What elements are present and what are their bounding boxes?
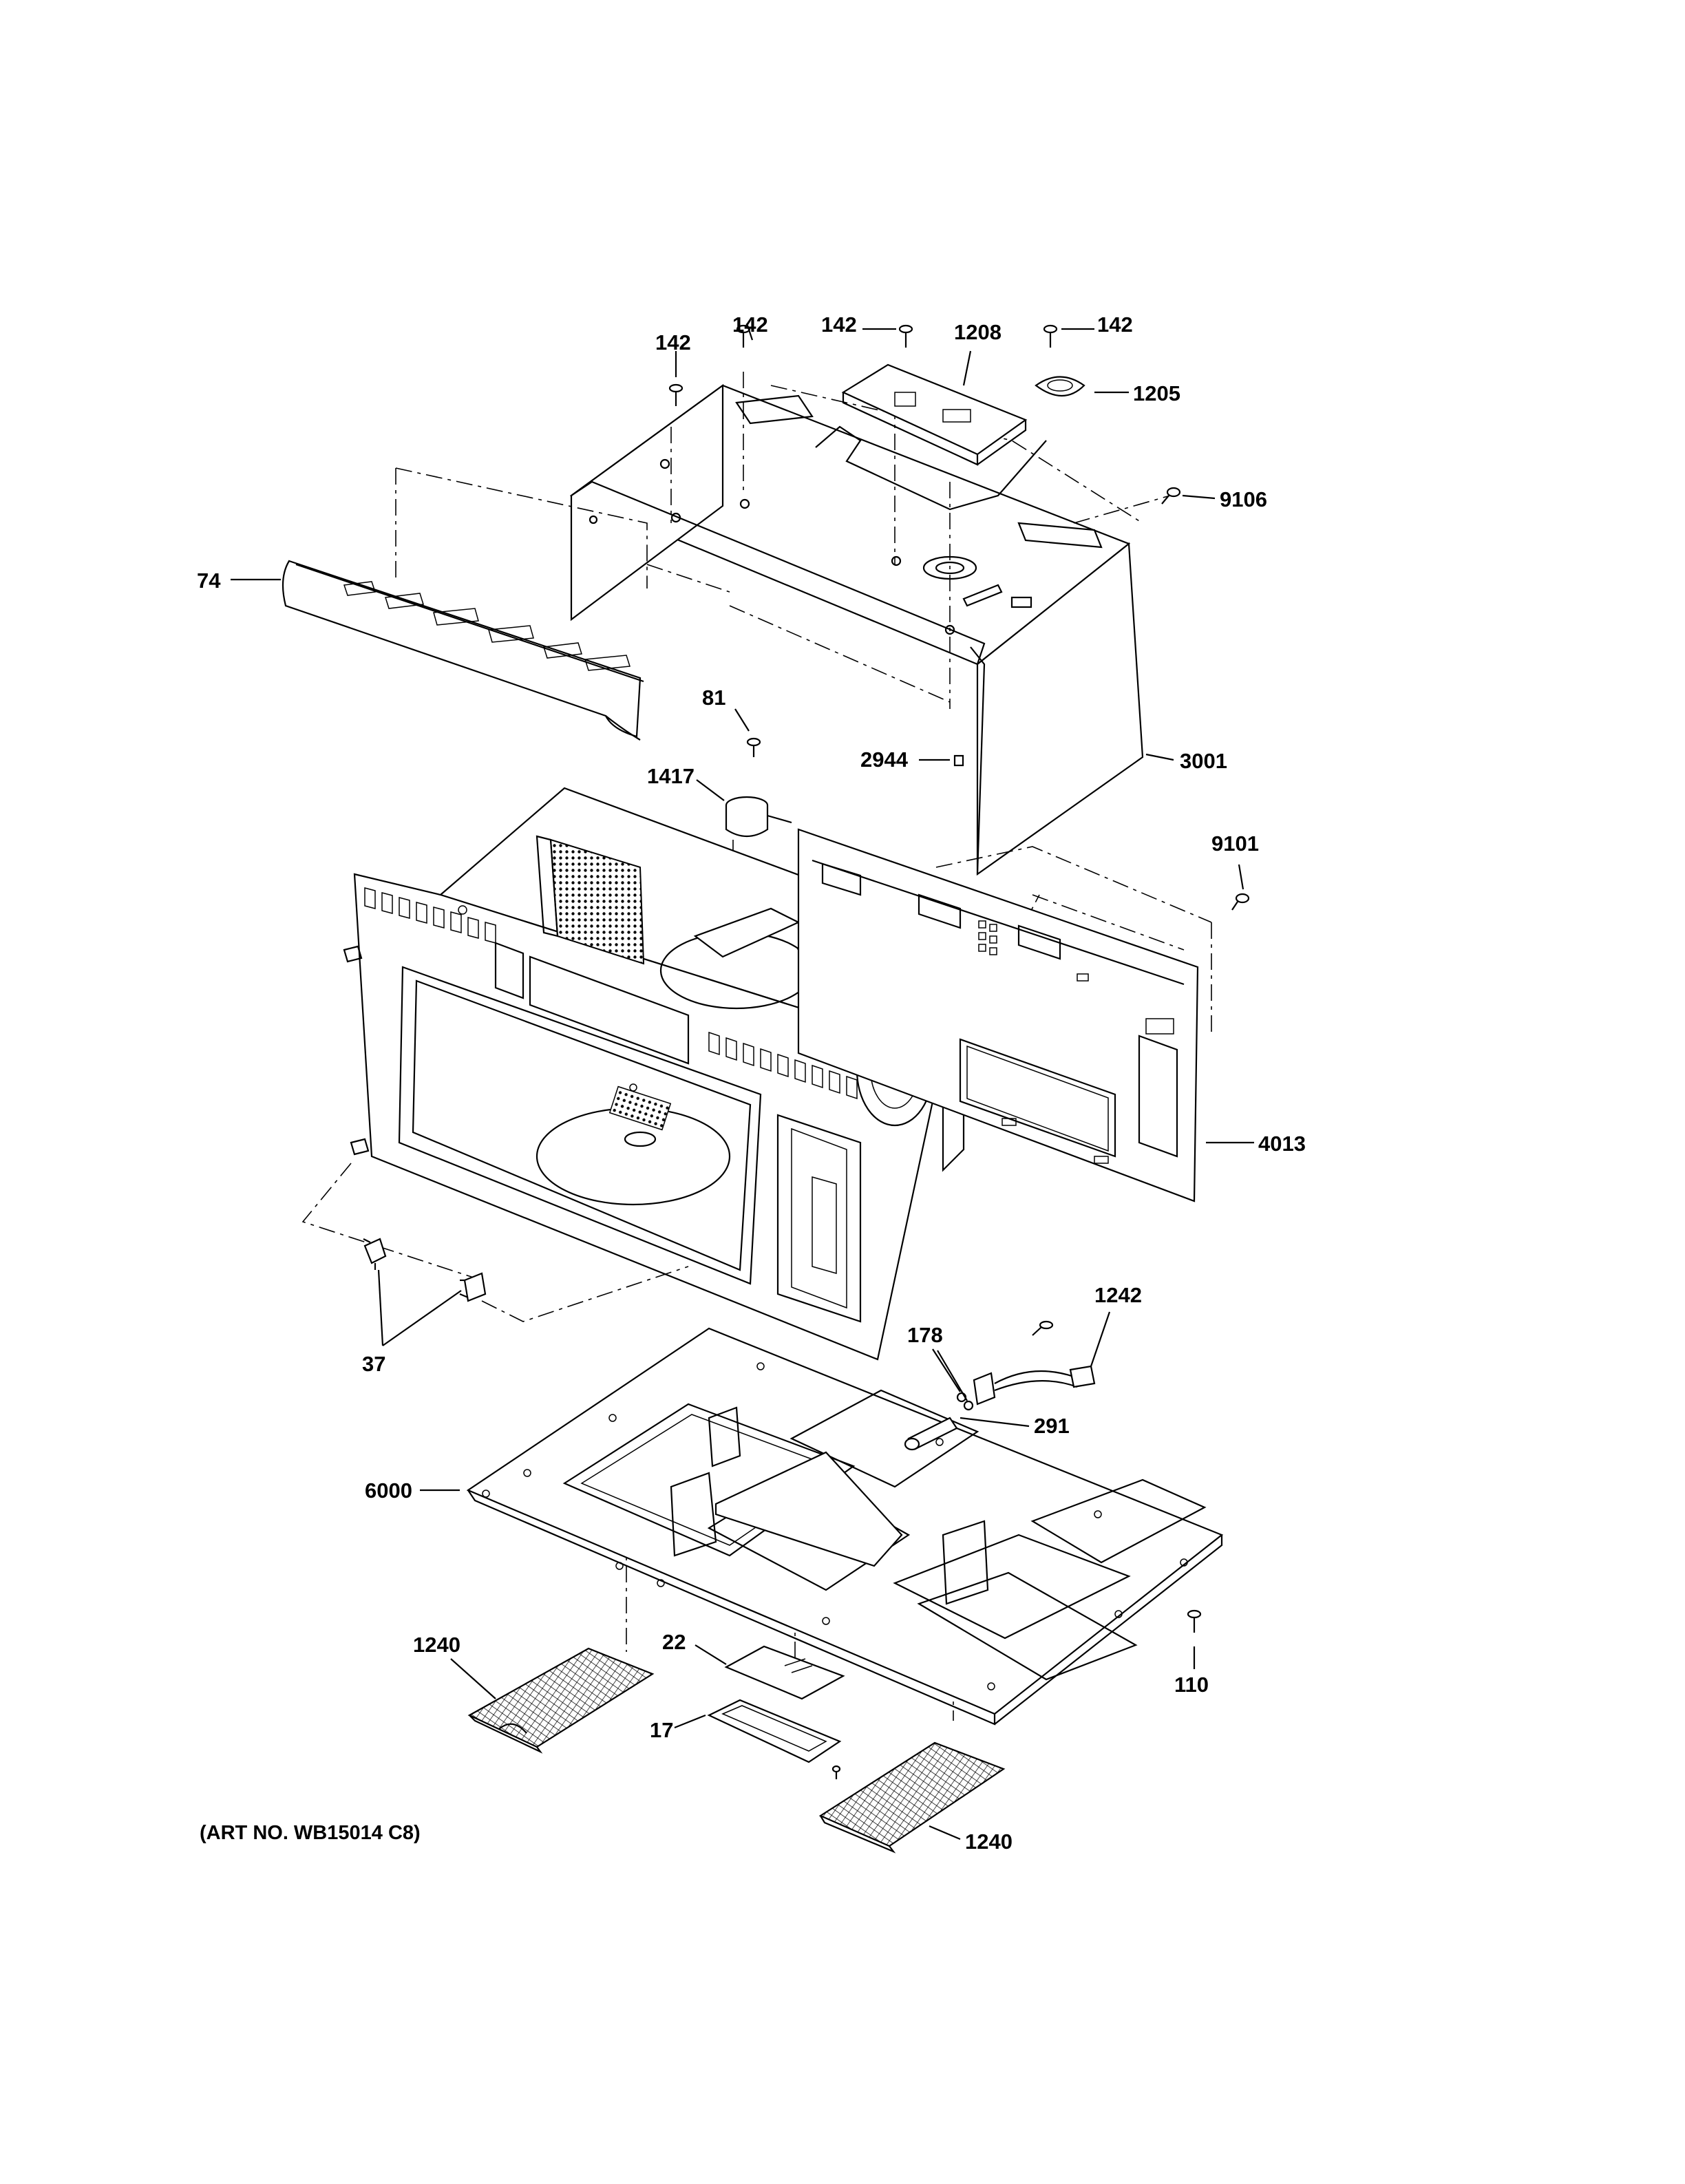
label-4013: 4013 <box>1258 1132 1306 1156</box>
lamp-291 <box>904 1417 958 1451</box>
outer-case-3001 <box>569 383 1144 876</box>
label-1242: 1242 <box>1094 1283 1142 1307</box>
label-142-right: 142 <box>1097 312 1133 337</box>
label-6000: 6000 <box>365 1478 412 1503</box>
label-22: 22 <box>662 1630 686 1654</box>
hinge-37-right <box>459 1272 487 1302</box>
label-142-mid: 142 <box>732 312 768 337</box>
screw-142-left <box>668 383 683 406</box>
label-1417: 1417 <box>647 764 695 788</box>
label-110: 110 <box>1174 1673 1209 1697</box>
label-37: 37 <box>362 1352 385 1376</box>
label-9106: 9106 <box>1220 487 1267 511</box>
screw-142-right <box>1043 324 1058 348</box>
label-1240-left: 1240 <box>413 1633 460 1657</box>
screw-142-mid <box>736 324 751 348</box>
lamp-cover-22 <box>724 1645 845 1700</box>
grease-filter-1240-left <box>467 1647 655 1754</box>
screw-142-top <box>898 324 913 348</box>
screw-81 <box>746 737 761 757</box>
label-178: 178 <box>907 1323 943 1347</box>
fan-motor-1417 <box>725 796 792 915</box>
label-9101: 9101 <box>1211 831 1259 856</box>
lamp-frame-17 <box>707 1699 842 1779</box>
label-142-top: 142 <box>821 312 857 337</box>
screw-9101 <box>1231 893 1250 911</box>
vent-grille-74 <box>282 560 644 741</box>
art-number-caption: (ART NO. WB15014 C8) <box>200 1822 421 1844</box>
screws-178 <box>956 1392 974 1411</box>
bottom-plate-6000 <box>466 1327 1224 1726</box>
label-142-left: 142 <box>655 330 691 354</box>
label-1208: 1208 <box>954 320 1002 344</box>
label-2944: 2944 <box>860 748 909 772</box>
label-74: 74 <box>197 569 221 593</box>
grease-filter-1240-right <box>818 1741 1006 1854</box>
screw-9106 <box>1161 487 1181 505</box>
label-1205: 1205 <box>1133 381 1180 405</box>
label-291: 291 <box>1034 1414 1070 1438</box>
label-17: 17 <box>650 1718 673 1742</box>
bracket-1208 <box>841 363 1028 466</box>
part-labels: 142 142 142 1208 142 1205 9106 74 81 141… <box>197 312 1306 1854</box>
hinge-37-left <box>363 1238 387 1270</box>
label-3001: 3001 <box>1180 749 1227 773</box>
leader-lines <box>231 323 1254 1841</box>
screw-110 <box>1187 1609 1202 1633</box>
label-81: 81 <box>702 686 725 710</box>
bracket-1205 <box>1035 376 1085 397</box>
back-plate-4013 <box>797 828 1199 1202</box>
wire-harness-1242 <box>973 1320 1096 1406</box>
label-1240-right: 1240 <box>965 1830 1013 1854</box>
